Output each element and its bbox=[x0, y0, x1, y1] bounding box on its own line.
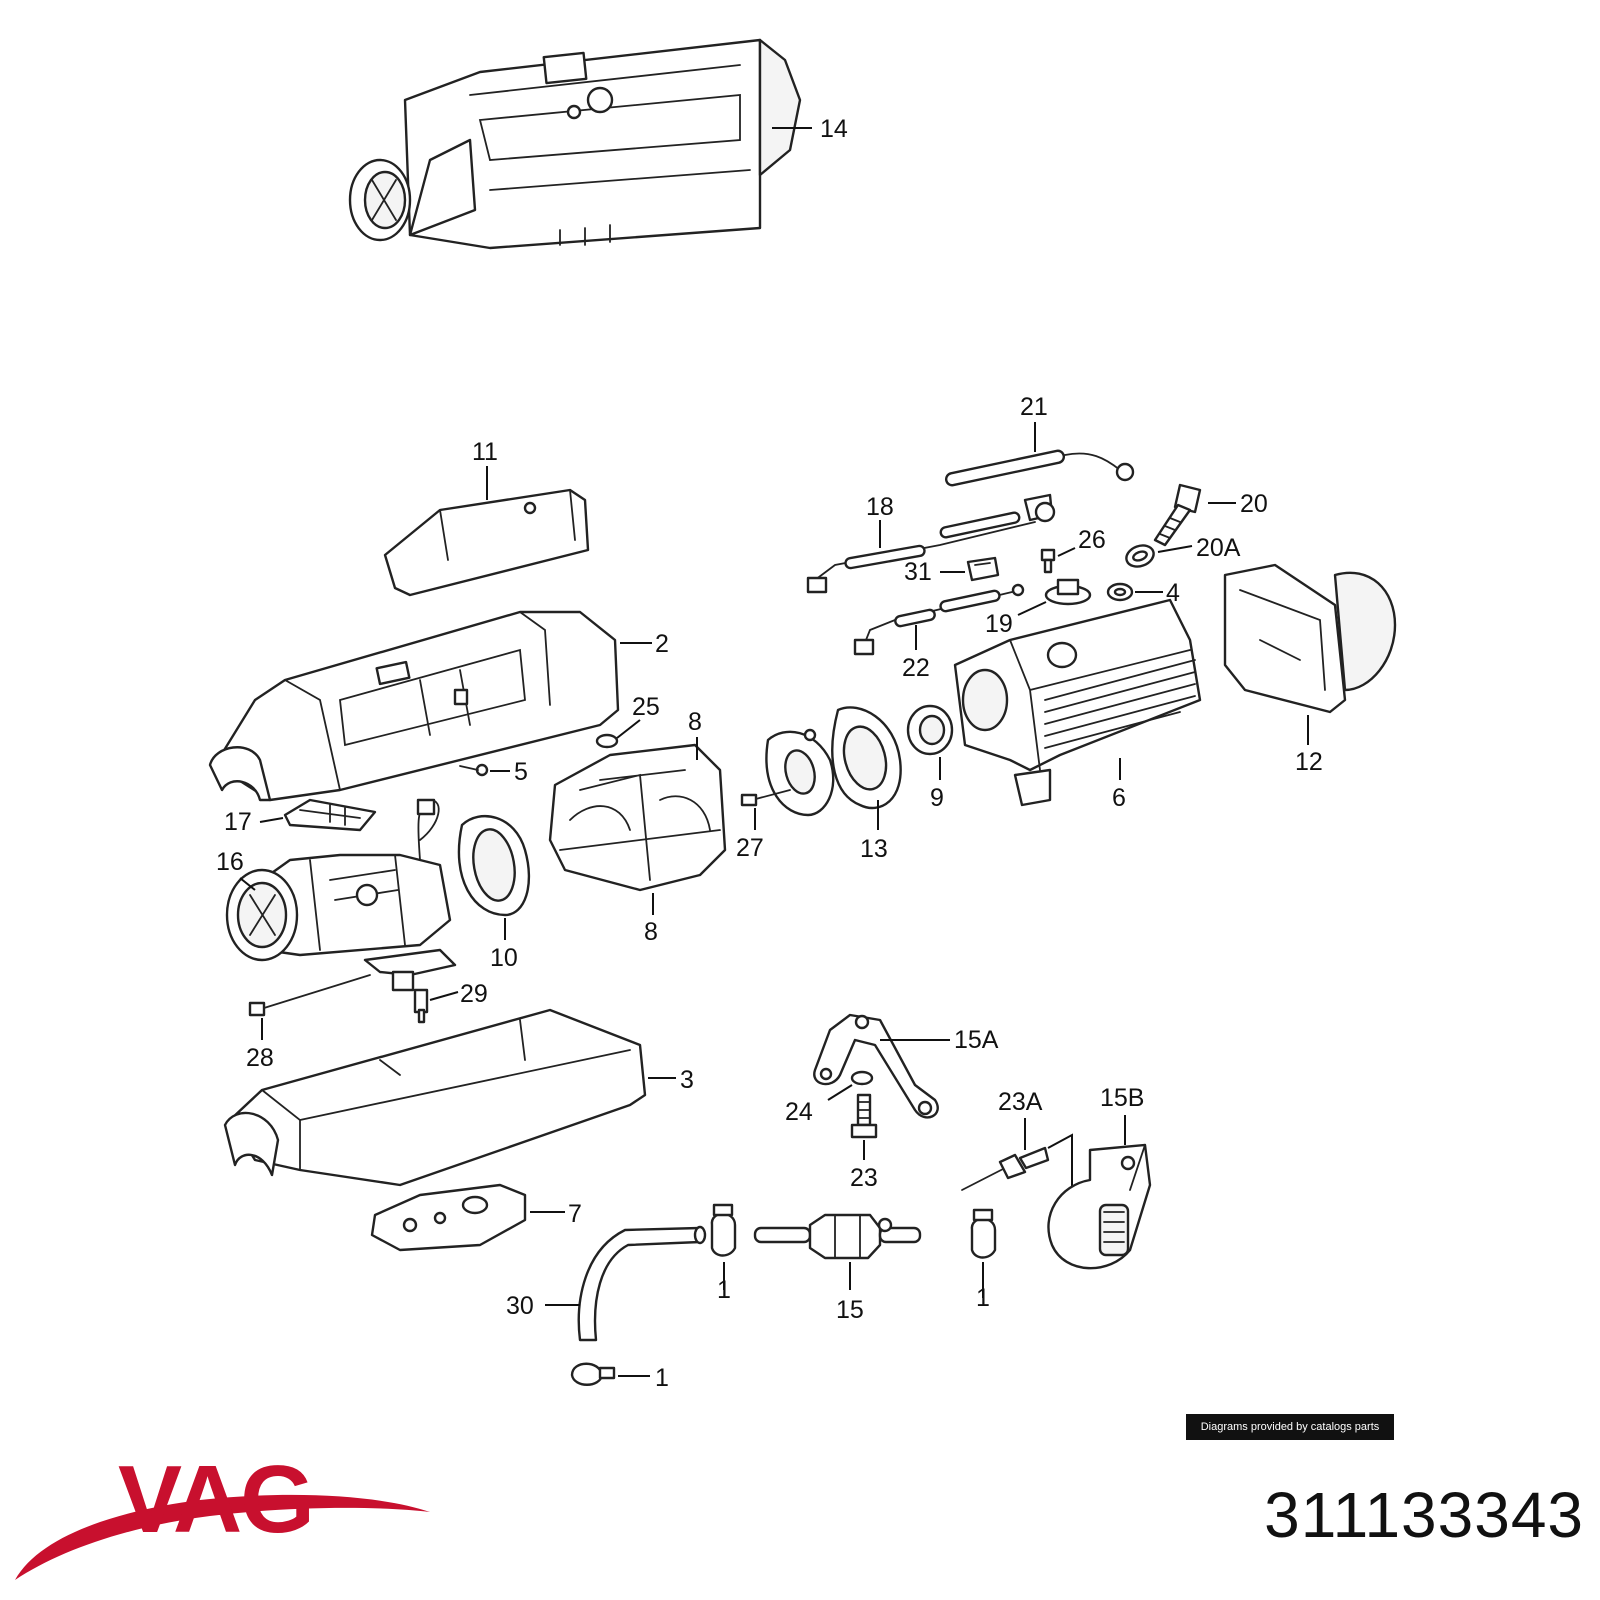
callout-8-bottom: 8 bbox=[644, 918, 658, 946]
part-15B-pump-holder bbox=[1047, 1143, 1152, 1270]
callout-10: 10 bbox=[490, 944, 518, 972]
callout-21: 21 bbox=[1020, 393, 1048, 421]
vag-logo: VAG bbox=[15, 1446, 430, 1580]
callout-1-a: 1 bbox=[717, 1276, 731, 1304]
part-14-assembled-heater bbox=[348, 38, 802, 250]
callout-15B: 15B bbox=[1100, 1084, 1144, 1112]
part-31-clip bbox=[966, 556, 1000, 582]
part-11-top-cover bbox=[383, 488, 590, 597]
callout-17: 17 bbox=[224, 808, 252, 836]
part-10-gasket bbox=[457, 815, 531, 917]
callout-31: 31 bbox=[904, 558, 932, 586]
callout-27: 27 bbox=[736, 834, 764, 862]
part-16-blower-motor bbox=[225, 798, 457, 992]
part-15A-bracket bbox=[813, 1013, 939, 1119]
part-7-base-gasket bbox=[370, 1183, 527, 1252]
part-30-fuel-hose bbox=[577, 1225, 707, 1342]
callout-30: 30 bbox=[506, 1292, 534, 1320]
part-22-sensor-cable bbox=[853, 583, 1025, 656]
part-26-screw bbox=[1040, 548, 1056, 574]
part-23-bolt bbox=[850, 1093, 878, 1139]
part-1-hose-clip-a bbox=[710, 1203, 737, 1257]
part-17-control-unit bbox=[283, 798, 377, 832]
part-19-sensor bbox=[1044, 578, 1092, 606]
callout-19: 19 bbox=[985, 610, 1013, 638]
logo-text: VAG bbox=[118, 1446, 313, 1553]
part-1-hose-clip-c bbox=[570, 1362, 616, 1386]
callout-15A: 15A bbox=[954, 1026, 999, 1054]
part-23A-rivet bbox=[961, 1146, 1050, 1191]
part-1-hose-clip-b bbox=[970, 1208, 997, 1259]
part-15-fuel-pump bbox=[753, 1213, 922, 1260]
part-20-glow-plug bbox=[1153, 483, 1202, 547]
callout-25: 25 bbox=[632, 693, 660, 721]
callout-14: 14 bbox=[820, 115, 848, 143]
callout-2: 2 bbox=[655, 630, 669, 658]
diagram-credit-badge: Diagrams provided by catalogs parts bbox=[1186, 1414, 1394, 1440]
part-2-upper-housing bbox=[208, 610, 620, 802]
part-21-fuel-line bbox=[944, 449, 1135, 487]
callout-18: 18 bbox=[866, 493, 894, 521]
part-29-fitting bbox=[413, 988, 429, 1024]
callout-23A: 23A bbox=[998, 1088, 1043, 1116]
callout-23: 23 bbox=[850, 1164, 878, 1192]
part-5-screw bbox=[459, 763, 489, 777]
part-9-seal bbox=[906, 704, 954, 756]
callout-20A: 20A bbox=[1196, 534, 1241, 562]
logo-swoosh bbox=[15, 1494, 430, 1580]
part-20A-seal-ring bbox=[1125, 544, 1155, 568]
part-24-washer bbox=[850, 1070, 874, 1086]
part-28-screw bbox=[248, 974, 371, 1017]
part-25-o-ring bbox=[595, 733, 619, 749]
callout-16: 16 bbox=[216, 848, 244, 876]
callout-1-c: 1 bbox=[655, 1364, 669, 1392]
callout-13: 13 bbox=[860, 835, 888, 863]
part-8-shroud bbox=[548, 743, 727, 892]
callout-29: 29 bbox=[460, 980, 488, 1008]
callout-9: 9 bbox=[930, 784, 944, 812]
callout-22: 22 bbox=[902, 654, 930, 682]
callout-7: 7 bbox=[568, 1200, 582, 1228]
callout-24: 24 bbox=[785, 1098, 813, 1126]
part-3-lower-housing bbox=[223, 1008, 647, 1187]
part-13-gasket bbox=[831, 706, 902, 810]
callout-1-b: 1 bbox=[976, 1284, 990, 1312]
callout-15: 15 bbox=[836, 1296, 864, 1324]
part-6-heat-exchanger bbox=[953, 598, 1202, 807]
callout-11: 11 bbox=[472, 438, 498, 466]
part-number: 311133343 bbox=[1264, 1479, 1584, 1551]
part-4-sleeve bbox=[1106, 582, 1134, 602]
callout-6: 6 bbox=[1112, 784, 1126, 812]
callout-8-top: 8 bbox=[688, 708, 702, 736]
callout-28: 28 bbox=[246, 1044, 274, 1072]
part-18-cable-harness bbox=[806, 493, 1056, 594]
callout-5: 5 bbox=[514, 758, 528, 786]
callout-20: 20 bbox=[1240, 490, 1268, 518]
callout-26: 26 bbox=[1078, 526, 1106, 554]
part-12-intake-cover bbox=[1223, 563, 1397, 714]
part-27-burner-plate bbox=[740, 728, 835, 817]
callout-12: 12 bbox=[1295, 748, 1323, 776]
callout-3: 3 bbox=[680, 1066, 694, 1094]
